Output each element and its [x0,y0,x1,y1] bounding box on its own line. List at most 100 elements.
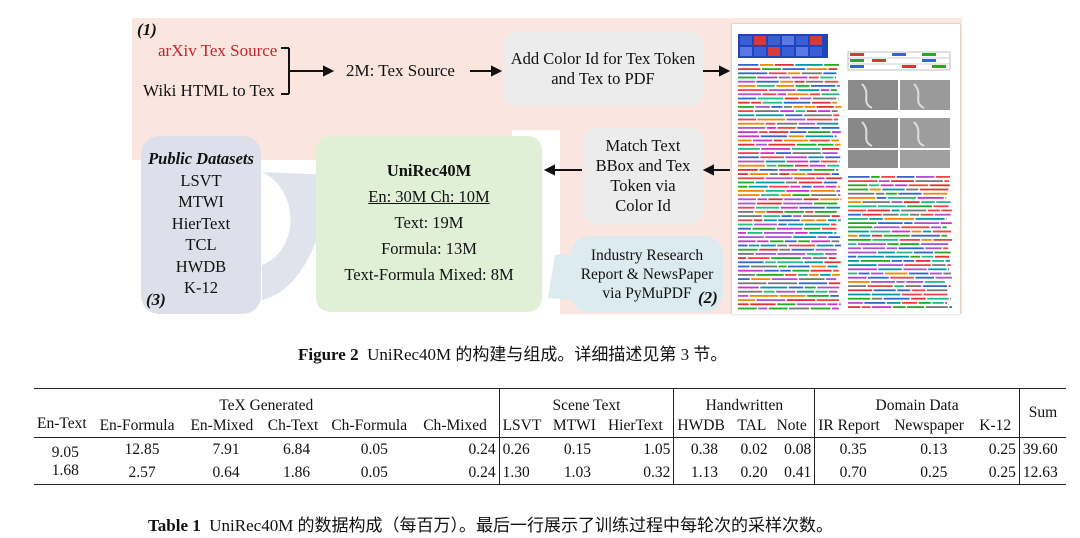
thumbnail-text-line [738,64,759,66]
thumbnail-text-line [755,211,766,213]
thumbnail-text-line [738,253,754,255]
thumbnail-text-line [848,201,861,203]
add-color-id-box: Add Color Id for Tex Token and Tex to PD… [503,32,703,106]
thumbnail-text-line [791,148,821,150]
thumbnail-text-line [817,143,834,146]
industry-report-box: Industry Research Report & NewsPaper via… [571,236,723,312]
table-cell: 0.25 [976,462,1020,485]
thumbnail-text-line [738,215,762,217]
arxiv-source-text: arXiv Tex Source [158,41,278,60]
thumbnail-text-line [898,247,924,250]
thumbnail-text-line [923,192,948,195]
thumbnail-text-line [894,285,904,287]
thumbnail-text-line [818,110,831,112]
thumbnail-text-line [784,198,803,201]
thumbnail-text-line [738,173,749,175]
thumbnail-text-line [738,156,759,159]
thumbnail-text-line [803,198,819,201]
dataset-item: HierText [171,213,231,233]
thumbnail-text-line [816,177,825,180]
thumbnail-text-line [738,152,759,154]
thumbnail-text-line [911,289,926,292]
table-cell: 0.08 [773,437,816,462]
thumbnail-text-line [868,184,880,187]
thumbnail-text-line [810,269,832,272]
thumbnail-text-line [738,181,755,184]
thumbnail-text-line [891,209,900,212]
thumbnail-text-line [903,268,927,271]
thumbnail-text-line [766,177,793,180]
table-cell: 0.38 [690,441,718,458]
thumbnail-text-line [754,110,779,112]
thumbnail-text-line [860,260,891,262]
table-caption-label: Table 1 [148,516,201,535]
dataset-item: K-12 [184,278,218,297]
thumbnail-text-line [895,184,908,187]
column-header: Newspaper [894,417,964,434]
table-cell: 6.84 [282,441,311,458]
step-label-2: (2) [698,288,718,307]
thumbnail-text-line [777,244,788,247]
thumbnail-text-line [738,265,750,268]
thumbnail-text-line [919,188,949,191]
thumbnail-text-line [902,302,918,304]
thumbnail-text-line [738,236,764,238]
thumbnail-text-line [834,244,841,247]
thumbnail-text-line [751,278,771,280]
thumbnail-text-line [738,211,754,213]
thumbnail-text-line [834,135,837,138]
thumbnail-text-line [917,197,944,199]
thumbnail-text-line [768,307,788,310]
thumbnail-text-line [805,211,814,213]
thumbnail-text-line [776,227,803,230]
thumbnail-text-line [800,97,812,100]
group-header-tex-generated: TeX Generated [34,388,500,415]
thumbnail-text-line [780,194,792,196]
thumbnail-text-line [738,261,764,264]
thumbnail-text-line [783,139,809,142]
thumbnail-text-line [896,281,905,283]
thumbnail-text-line [886,247,898,250]
thumbnail-text-line [794,164,809,167]
thumbnail-text-line [813,257,828,259]
thumbnail-text-line [797,89,820,91]
thumbnail-text-line [927,209,940,212]
thumbnail-text-line [798,122,816,125]
thumbnail-text-line [797,274,808,276]
thumbnail-text-line [858,272,870,275]
table-cell: 0.24 [420,462,500,485]
thumbnail-text-line [878,268,902,271]
thumbnail-text-line [738,114,755,117]
thumbnail-text-line [944,180,950,182]
thumbnail-text-line [749,244,760,247]
thumbnail-text-line [782,68,806,70]
thumbnail-text-line [906,281,924,283]
thumbnail-text-line [738,177,765,180]
thumbnail-text-line [805,135,834,138]
thumbnail-text-line [929,184,950,187]
thumbnail-text-line [738,127,766,129]
match-line: BBox and Tex [595,156,691,175]
thumbnail-text-line [900,213,909,216]
thumbnail-text-line [820,76,834,79]
thumbnail-text-line [765,190,785,192]
unirec40m-line: Text: 19M [394,213,464,232]
thumbnail-text-line [878,251,895,254]
thumbnail-text-line [862,201,890,203]
thumbnail-text-line [848,260,860,262]
thumbnail-text-line [738,299,756,301]
thumbnail-text-line [945,260,950,262]
thumbnail-text-line [757,240,769,243]
thumbnail-text-line [777,93,787,96]
add-color-line: and Tex to PDF [551,69,655,88]
thumbnail-text-line [788,244,816,247]
thumbnail-text-line [848,289,873,292]
thumbnail-text-line [840,198,842,201]
thumbnail-text-line [771,257,801,259]
thumbnail-text-line [836,169,839,171]
thumbnail-text-line [759,169,778,171]
thumbnail-text-line [788,286,804,289]
thumbnail-text-line [934,255,950,258]
thumbnail-text-line [767,282,798,285]
thumbnail-text-line [823,72,837,75]
